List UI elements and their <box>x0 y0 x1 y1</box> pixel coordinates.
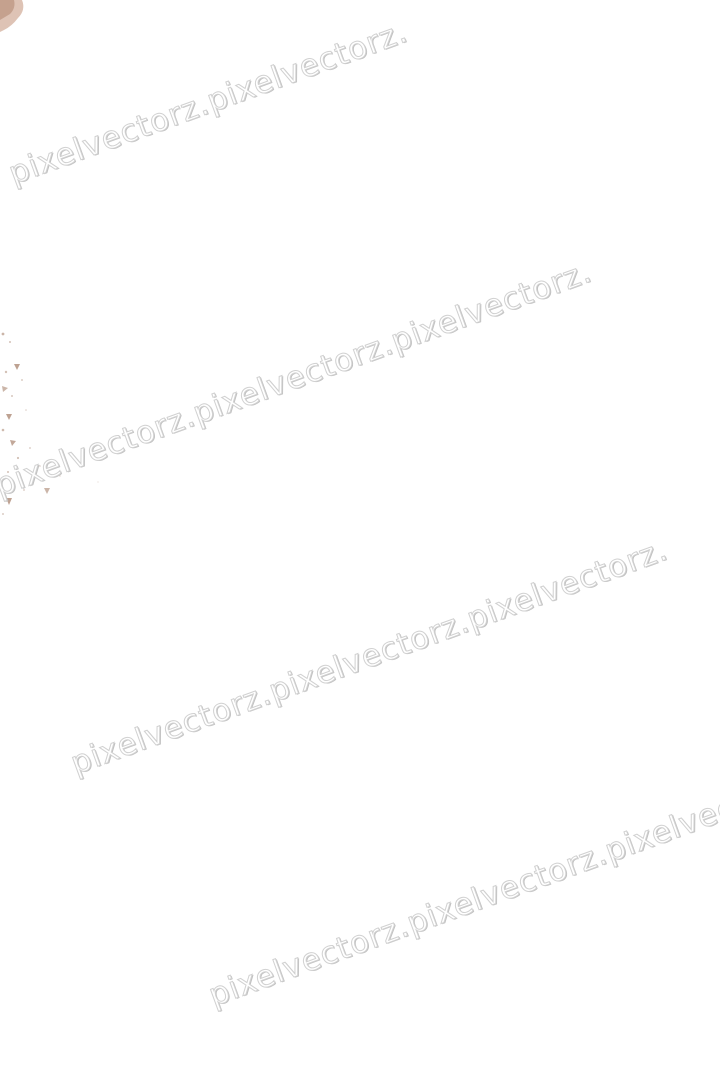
watermark-text: pixelvectorz. <box>462 531 673 638</box>
watermark-text: pixelvectorz. <box>386 253 597 360</box>
corner-blob-shade <box>0 0 15 20</box>
speckle-cluster <box>1 332 99 515</box>
watermark-text: pixelvectorz. <box>264 603 475 710</box>
watermark-text: pixelvectorz. <box>188 325 399 432</box>
watermark-line: pixelvectorz.pixelvectorz.pixelvectorz. <box>203 763 720 1014</box>
watermark-line: pixelvectorz.pixelvectorz. <box>3 13 413 192</box>
watermark-text: pixelvectorz. <box>600 763 720 870</box>
watermark-text: pixelvectorz. <box>65 675 277 782</box>
watermark-text: pixelvectorz. <box>402 835 613 942</box>
watermark-text: pixelvectorz. <box>3 85 215 192</box>
watermark-text: pixelvectorz. <box>203 907 415 1014</box>
watermark-line: pixelvectorz.pixelvectorz.pixelvectorz. <box>65 531 673 782</box>
watermark-line: pixelvectorz.pixelvectorz.pixelvectorz. <box>0 253 597 504</box>
watermark-text: pixelvectorz. <box>202 13 413 120</box>
watermark-text: pixelvectorz. <box>0 397 201 504</box>
